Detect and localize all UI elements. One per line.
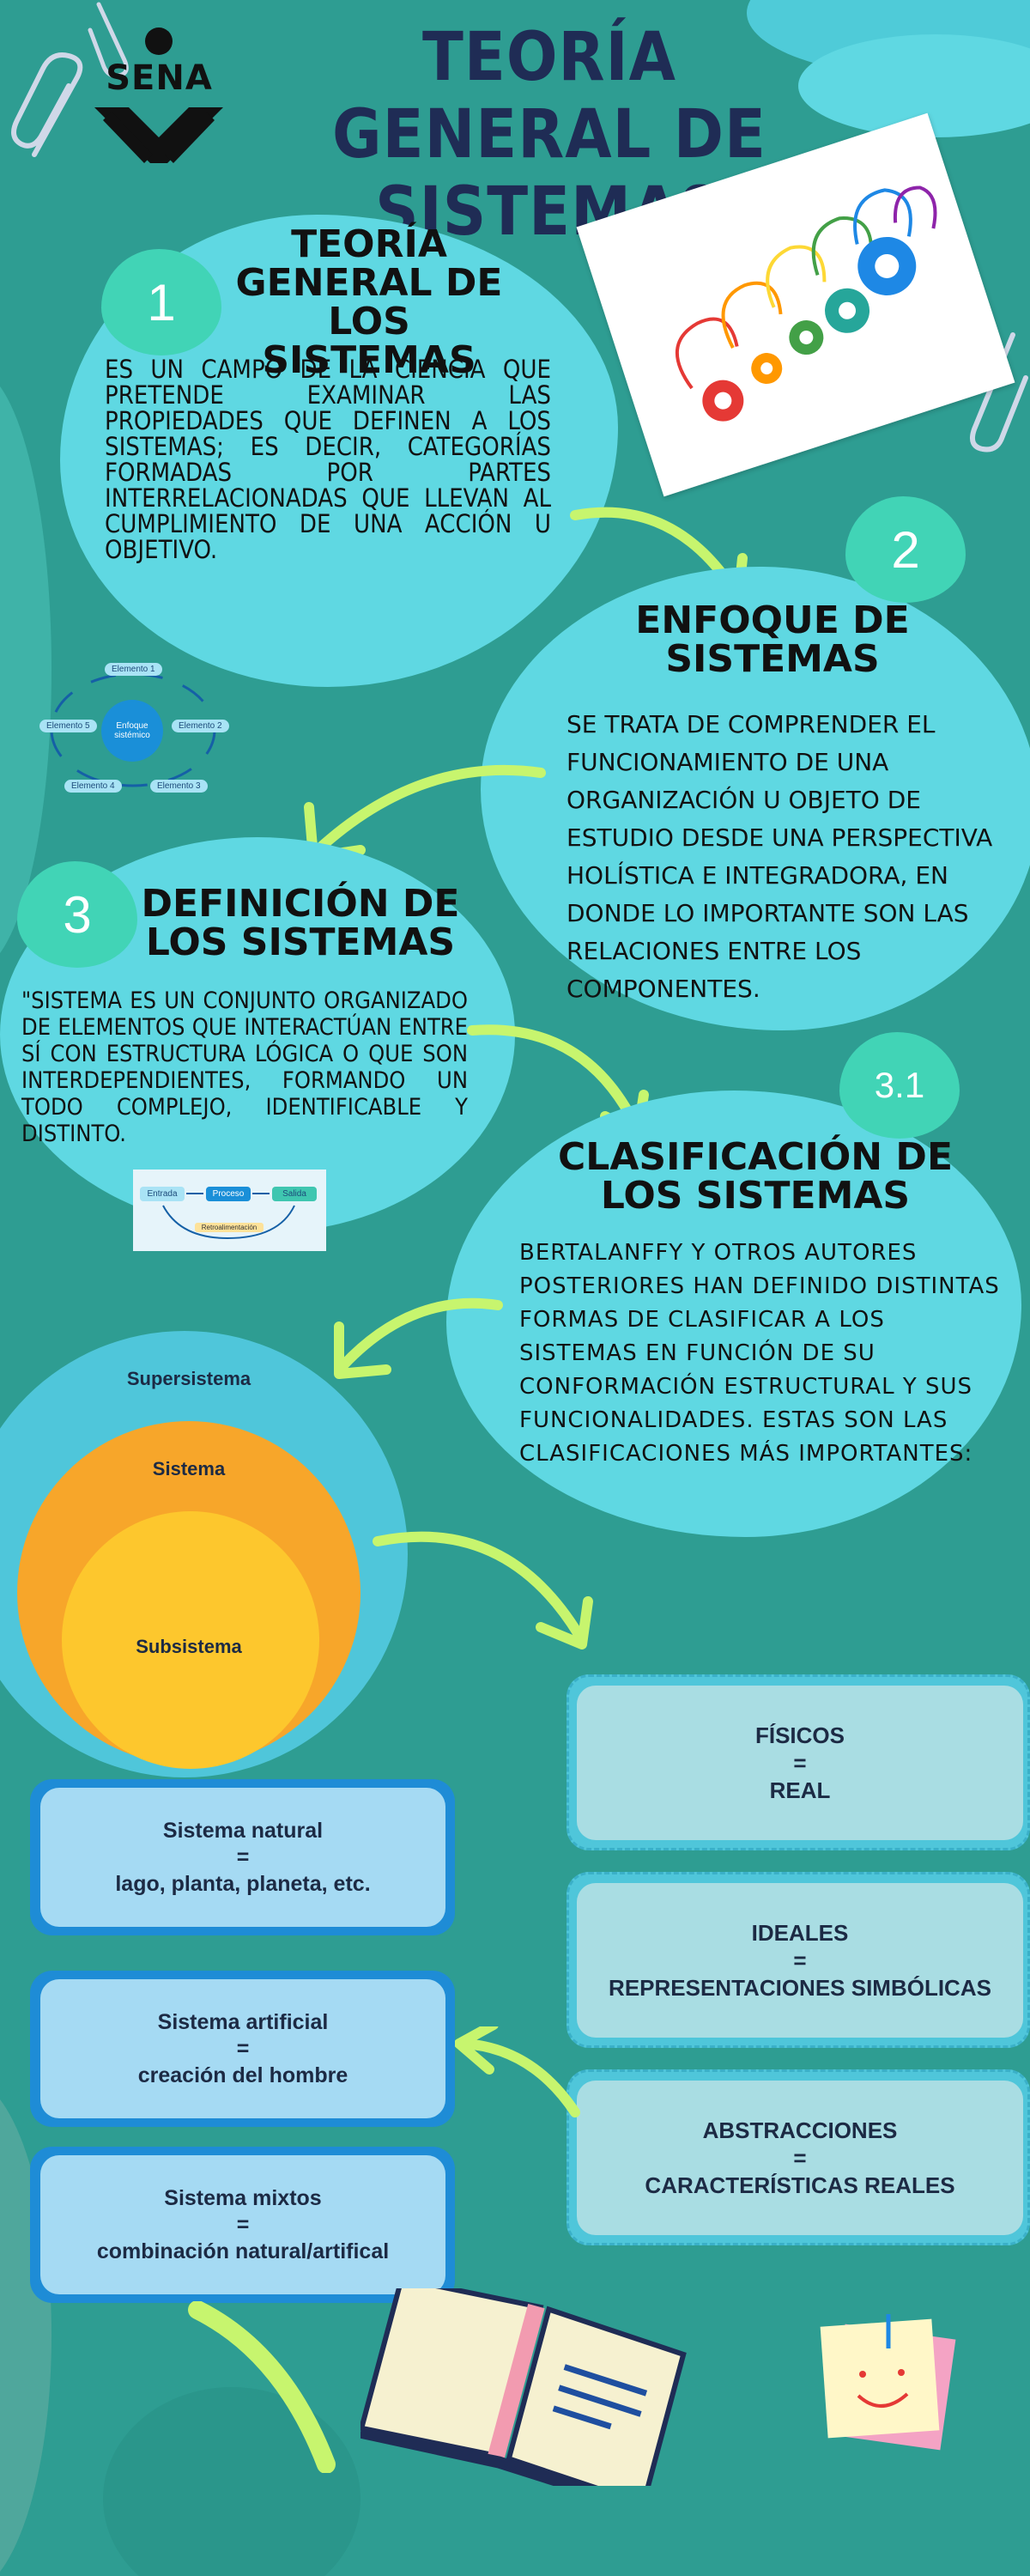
left-card-3-line3: combinación natural/artifical (96, 2239, 390, 2263)
section1-number-badge: 1 (101, 249, 221, 355)
paperclip-icon (88, 2, 129, 77)
gears-people-icon (675, 185, 937, 422)
title-line-1: TEORÍA GENERAL DE (332, 19, 766, 173)
subsystem-circle (62, 1511, 319, 1769)
right-card-1-line3: REAL (769, 1777, 831, 1803)
left-card-mixtos: Sistema mixtos = combinación natural/art… (40, 2155, 445, 2294)
right-card-1-line2: = (793, 1750, 807, 1776)
section31-blob (446, 1091, 1021, 1537)
right-card-3-line2: = (793, 2145, 807, 2171)
right-card-ideales: IDEALES = REPRESENTACIONES SIMBÓLICAS (577, 1883, 1023, 2038)
cycle-node-5: Elemento 5 (39, 720, 97, 732)
flow-feedback: Retroalimentación (195, 1223, 264, 1232)
section31-title-line1: CLASIFICACIÓN DE (558, 1135, 954, 1179)
left-card-1-line2: = (236, 1844, 250, 1869)
sena-logo: SENA (86, 26, 232, 163)
section3-title-line1: DEFINICIÓN DE (141, 882, 460, 926)
section2-number-badge: 2 (845, 496, 966, 603)
sena-logo-text: SENA (106, 58, 213, 98)
section2-blob (481, 567, 1030, 1030)
section3-body: "SISTEMA ES UN CONJUNTO ORGANIZADO DE EL… (21, 987, 468, 1147)
left-card-1-line1: Sistema natural (162, 1818, 324, 1843)
section31-title-line2: LOS SISTEMAS (600, 1174, 911, 1218)
left-card-3-line2: = (236, 2212, 250, 2237)
right-card-3-line1: ABSTRACCIONES (702, 2117, 898, 2143)
section31-number-badge: 3.1 (839, 1032, 960, 1139)
right-card-2-line1: IDEALES (751, 1920, 849, 1946)
bottom-center-decor-blob (103, 2387, 360, 2576)
cycle-node-4: Elemento 4 (64, 780, 122, 793)
flow-input: Entrada (140, 1187, 185, 1201)
section3-number-badge: 3 (17, 861, 137, 968)
section3-title: DEFINICIÓN DE LOS SISTEMAS (133, 884, 468, 962)
section1-title-line3: LOS SISTEMAS (262, 300, 476, 382)
flow-diagram: Entrada Proceso Salida Retroalimentación (133, 1170, 326, 1251)
section31-title: CLASIFICACIÓN DE LOS SISTEMAS (558, 1138, 953, 1215)
supersystem-label: Supersistema (126, 1368, 251, 1389)
flow-arrows (162, 1193, 295, 1240)
arrow-circles-to-cards (373, 1531, 593, 1649)
sticky-note-smile-icon (820, 2314, 956, 2451)
left-card-3-line1: Sistema mixtos (164, 2185, 322, 2210)
section31-body: BERTALANFFY Y OTROS AUTORES POSTERIORES … (519, 1240, 1000, 1467)
flow-output: Salida (272, 1187, 317, 1201)
section2-title-line1: ENFOQUE DE (635, 598, 910, 642)
subsystem-label: Subsistema (136, 1636, 242, 1657)
system-label: Sistema (152, 1458, 226, 1479)
cycle-node-2: Elemento 2 (172, 720, 229, 732)
right-card-3-line3: CARACTERÍSTICAS REALES (645, 2172, 955, 2198)
arrow-31-to-circles (334, 1297, 503, 1379)
left-card-1-line3: lago, planta, planeta, etc. (115, 1871, 371, 1896)
right-card-1-line1: FÍSICOS (754, 1722, 845, 1748)
section2-title-line2: SISTEMAS (665, 637, 880, 681)
cycle-center: Enfoque sistémico (101, 700, 163, 762)
section3-title-line2: LOS SISTEMAS (145, 920, 456, 964)
section1-title-line2: GENERAL DE (235, 261, 503, 305)
cycle-diagram: Enfoque sistémico Elemento 1 Elemento 2 … (34, 661, 240, 807)
section1-title: TEORÍA GENERAL DE LOS SISTEMAS (215, 225, 524, 380)
left-card-natural: Sistema natural = lago, planta, planeta,… (40, 1788, 445, 1927)
left-card-artificial: Sistema artificial = creación del hombre (40, 1979, 445, 2118)
sena-logo-icon (94, 27, 223, 163)
right-card-fisicos: FÍSICOS = REAL (577, 1686, 1023, 1840)
bottom-decor-arrow (188, 2301, 336, 2473)
gears-image-card (576, 112, 1015, 497)
right-card-2-line3: REPRESENTACIONES SIMBÓLICAS (609, 1975, 991, 2001)
left-card-2-line3: creación del hombre (137, 2063, 348, 2087)
cycle-node-3: Elemento 3 (150, 780, 208, 793)
section2-title: ENFOQUE DE SISTEMAS (618, 601, 927, 678)
flow-process: Proceso (206, 1187, 251, 1201)
paperclip-icon (11, 52, 83, 157)
arrow-right-to-left-cards (454, 2026, 580, 2117)
left-card-2-line2: = (236, 2036, 250, 2061)
right-card-abstracciones: ABSTRACCIONES = CARACTERÍSTICAS REALES (577, 2081, 1023, 2235)
paperclip-icon (970, 332, 1028, 453)
section2-body: SE TRATA DE COMPRENDER EL FUNCIONAMIENTO… (566, 710, 993, 1003)
section1-body: ES UN CAMPO DE LA CIENCIA QUE PRETENDE E… (105, 355, 551, 564)
left-card-2-line1: Sistema artificial (157, 2009, 329, 2034)
open-book-icon (360, 2288, 687, 2486)
right-card-2-line2: = (793, 1947, 807, 1973)
cycle-node-1: Elemento 1 (105, 663, 162, 676)
section1-title-line1: TEORÍA (291, 222, 447, 266)
